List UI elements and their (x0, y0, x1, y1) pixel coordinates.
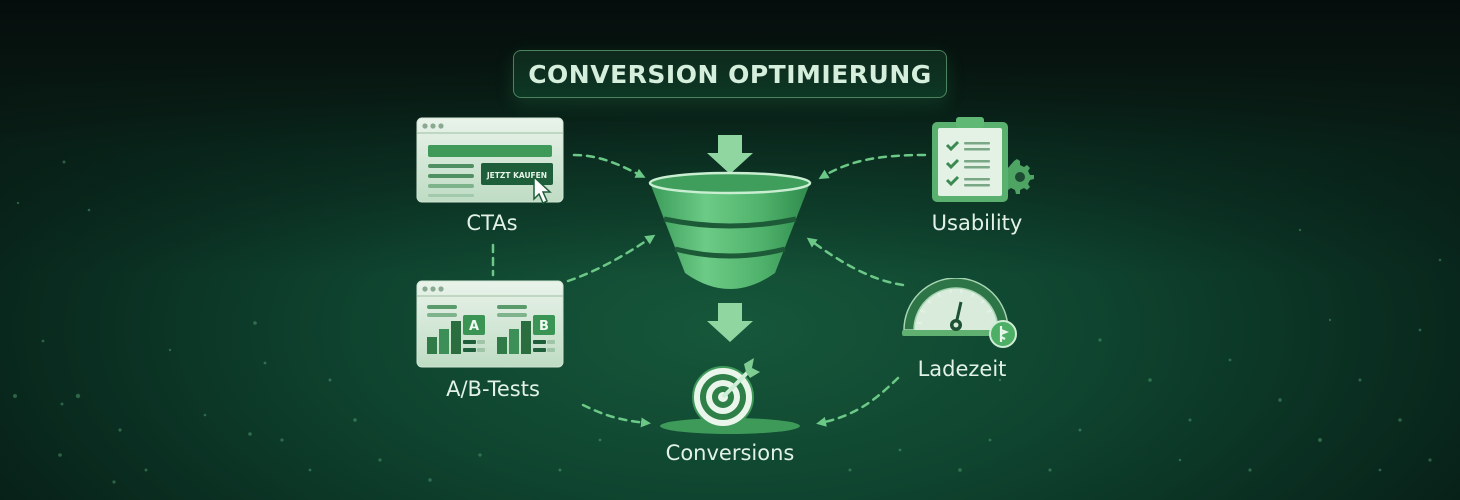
down-arrow-top-icon (707, 135, 753, 174)
down-arrow-bottom-icon (707, 303, 753, 342)
title-banner: CONVERSION OPTIMIERUNG (513, 50, 947, 98)
ladezeit-label: Ladezeit (917, 357, 1007, 381)
funnel-icon (648, 135, 812, 342)
arrow-usability-to-funnel (818, 153, 927, 180)
arrow-abtests-to-funnel (566, 234, 656, 283)
arrow-abtests-to-conversions (581, 403, 651, 428)
cta-button-text: JETZT KAUFEN (486, 171, 547, 180)
arrow-ladezeit-to-conversions (816, 376, 900, 427)
target-arrow-icon (660, 358, 800, 434)
variant-b-badge: B (539, 319, 549, 334)
page-title: CONVERSION OPTIMIERUNG (528, 59, 932, 89)
ctas-icon: JETZT KAUFEN (416, 117, 564, 205)
ab-tests-icon: A B (416, 280, 564, 368)
arrow-ctas-to-funnel (572, 153, 646, 178)
usability-icon (932, 117, 1034, 202)
variant-a-badge: A (469, 319, 479, 334)
ctas-label: CTAs (466, 211, 518, 235)
speedometer-icon (902, 278, 1017, 348)
usability-label: Usability (931, 211, 1023, 235)
ab-tests-label: A/B-Tests (446, 377, 540, 401)
arrow-ladezeit-to-funnel (806, 237, 905, 287)
conversions-label: Conversions (665, 441, 795, 465)
